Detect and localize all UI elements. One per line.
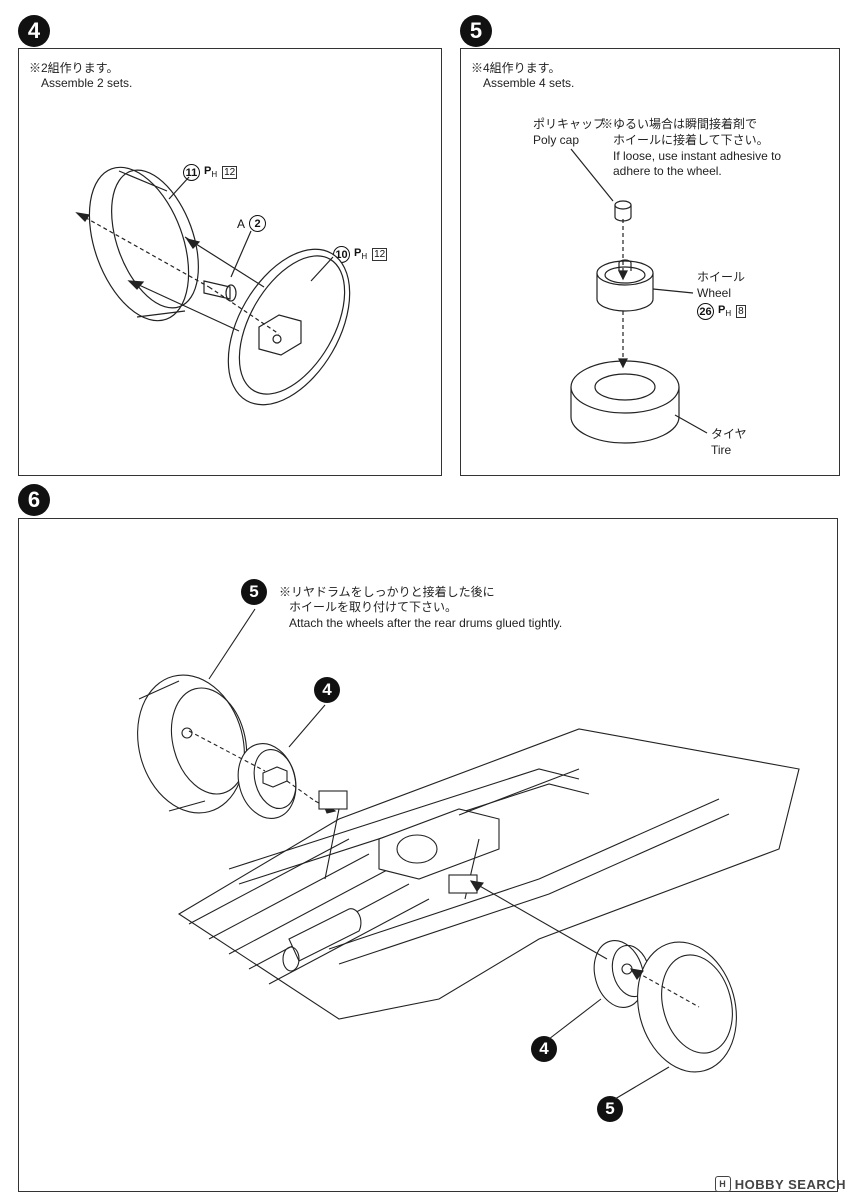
step-6-note-jp-2: ホイールを取り付けて下さい。	[289, 600, 458, 614]
runner-tag: PH	[204, 165, 218, 180]
runner-ref: 12	[222, 166, 238, 179]
adhesive-note-jp-2: ホイールに接着して下さい。	[613, 133, 769, 147]
adhesive-note-en-2: adhere to the wheel.	[613, 164, 722, 178]
ref-step-4-top: 4	[314, 677, 340, 703]
part-11-label: 11 PH 12	[183, 164, 238, 181]
step-4-drum-illustration	[75, 166, 351, 406]
ref-step-4-bottom: 4	[531, 1036, 557, 1062]
tire-label-jp: タイヤ	[711, 427, 747, 441]
step-6-note-jp-1: ※リヤドラムをしっかりと接着した後に	[279, 585, 495, 599]
runner-ref: 12	[372, 248, 388, 261]
runner-tag: PH	[718, 304, 732, 319]
part-11-number: 11	[183, 164, 200, 181]
part-26-number: 26	[697, 303, 714, 320]
part-2-number: 2	[249, 215, 267, 232]
hobby-search-logo-icon: H	[714, 1176, 731, 1192]
step-5-note-jp: ※4組作ります。	[471, 61, 561, 75]
ref-step-5-bottom: 5	[597, 1096, 623, 1122]
step-4-note-en: Assemble 2 sets.	[41, 76, 133, 90]
hobby-search-watermark: H HOBBY SEARCH	[714, 1176, 846, 1192]
step-5-panel: ※4組作ります。 Assemble 4 sets. ポリキャップ Poly ca…	[460, 48, 840, 476]
polycap-label-jp: ポリキャップ	[533, 117, 606, 131]
step-6-note-en: Attach the wheels after the rear drums g…	[289, 616, 563, 630]
runner-ref: 8	[736, 305, 746, 318]
step-4-panel: ※2組作ります。 Assemble 2 sets. 11 PH 12 A 2 1…	[18, 48, 442, 476]
part-a-letter: A	[237, 216, 246, 231]
step-5-wheel-illustration	[570, 148, 708, 444]
watermark-text: HOBBY SEARCH	[734, 1176, 846, 1192]
ref-step-5-top: 5	[241, 579, 267, 605]
chassis-assembly-illustration	[137, 608, 800, 1100]
step-6-number: 6	[18, 484, 50, 516]
step-5-number: 5	[460, 15, 492, 47]
step-5-note-en: Assemble 4 sets.	[483, 76, 575, 90]
step-4-note-jp: ※2組作ります。	[29, 61, 119, 75]
runner-tag: PH	[354, 247, 368, 262]
part-26-label: 26 PH 8	[697, 303, 746, 320]
part-a2-label: A 2	[237, 215, 267, 232]
step-6-panel: 5 ※リヤドラムをしっかりと接着した後に ホイールを取り付けて下さい。 Atta…	[18, 518, 838, 1192]
wheel-label-en: Wheel	[697, 286, 732, 300]
adhesive-note-en-1: If loose, use instant adhesive to	[613, 149, 782, 163]
polycap-label-en: Poly cap	[533, 133, 580, 147]
step-4-number: 4	[18, 15, 50, 47]
adhesive-note-jp-1: ※ゆるい場合は瞬間接着剤で	[601, 117, 758, 131]
tire-label-en: Tire	[711, 443, 732, 457]
wheel-label-jp: ホイール	[697, 270, 746, 284]
